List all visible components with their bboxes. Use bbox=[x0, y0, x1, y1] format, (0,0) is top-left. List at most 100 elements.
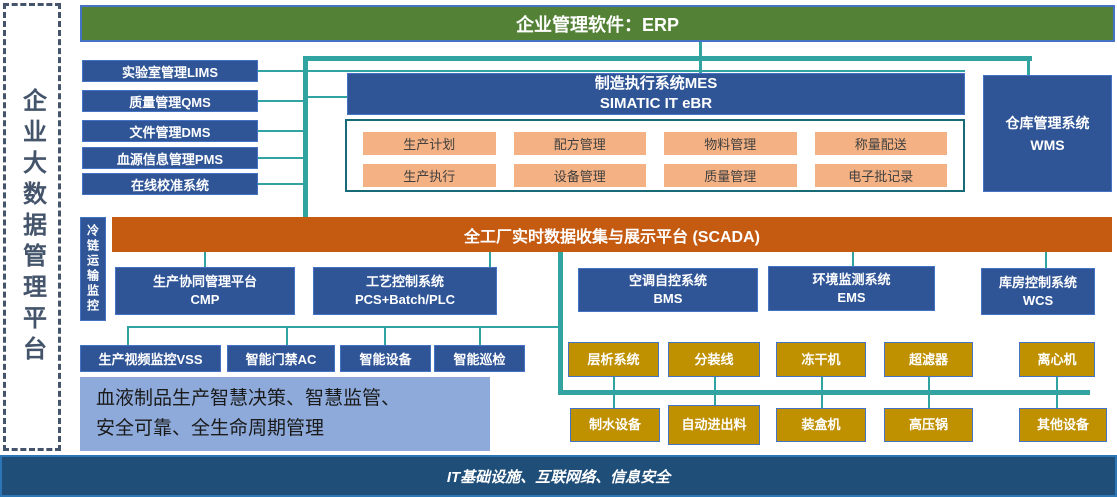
connector-eq5-down bbox=[1056, 395, 1058, 408]
bms-box: 空调自控系统 BMS bbox=[578, 268, 758, 312]
wms-box: 仓库管理系统 WMS bbox=[983, 75, 1112, 192]
big-data-platform-label: 企业大数据管理平台 bbox=[18, 87, 46, 367]
pcs-code: PCS+Batch/PLC bbox=[354, 292, 456, 307]
connector-erp-drop bbox=[699, 42, 702, 74]
smart-patrol-label: 智能巡检 bbox=[453, 352, 506, 367]
connector-patrol-stub bbox=[479, 326, 481, 345]
connector-smartdev-stub bbox=[384, 326, 386, 345]
access-control-label: 智能门禁AC bbox=[245, 352, 317, 367]
equipment-other: 其他设备 bbox=[1019, 408, 1107, 442]
connector-pms-stub bbox=[258, 157, 305, 159]
equipment-auto-loading: 自动进出料 bbox=[668, 405, 760, 445]
wcs-box: 库房控制系统 WCS bbox=[981, 268, 1095, 315]
connector-smart-bus bbox=[127, 326, 563, 328]
equipment-autoclave: 高压锅 bbox=[884, 408, 973, 442]
vision-line1: 血液制品生产智慧决策、智慧监管、 bbox=[96, 388, 401, 409]
wcs-name: 库房控制系统 bbox=[998, 274, 1077, 290]
mes-module-weighing-dispatch: 称量配送 bbox=[814, 132, 947, 155]
mes-title-line1: 制造执行系统MES bbox=[594, 75, 718, 92]
equipment-label: 分装线 bbox=[694, 351, 734, 367]
smart-patrol-box: 智能巡检 bbox=[434, 345, 525, 372]
system-box-qms: 质量管理QMS bbox=[82, 90, 258, 112]
cold-chain-label: 冷链运输监控 bbox=[85, 224, 100, 314]
mes-module-production-exec: 生产执行 bbox=[363, 164, 496, 187]
connector-mes-stub bbox=[308, 96, 347, 98]
connector-eq1-up bbox=[613, 377, 615, 390]
pcs-box: 工艺控制系统 PCS+Batch/PLC bbox=[313, 267, 497, 315]
equipment-label: 层析系统 bbox=[587, 351, 640, 367]
connector-scada-wcs-stub bbox=[1045, 252, 1047, 268]
mes-module-recipe-mgmt: 配方管理 bbox=[513, 132, 646, 155]
cold-chain-box: 冷链运输监控 bbox=[80, 217, 106, 321]
system-box-pms: 血源信息管理PMS bbox=[82, 147, 258, 169]
vss-label: 生产视频监控VSS bbox=[98, 352, 203, 367]
equipment-label: 装盒机 bbox=[801, 417, 841, 432]
vision-line2: 安全可靠、全生命周期管理 bbox=[96, 418, 325, 439]
connector-wms-drop bbox=[1027, 56, 1030, 76]
connector-qms-stub bbox=[258, 100, 305, 102]
equipment-label: 制水设备 bbox=[588, 417, 641, 432]
access-control-box: 智能门禁AC bbox=[227, 345, 335, 372]
system-label: 质量管理QMS bbox=[129, 94, 211, 110]
connector-scada-cmp-stub bbox=[204, 252, 206, 267]
cmp-box: 生产协同管理平台 CMP bbox=[115, 267, 295, 315]
connector-dms-stub bbox=[258, 130, 305, 132]
equipment-label: 其他设备 bbox=[1036, 417, 1089, 432]
it-infrastructure-label: IT基础设施、互联网络、信息安全 bbox=[446, 468, 671, 486]
scada-bar: 全工厂实时数据收集与展示平台 (SCADA) bbox=[112, 217, 1112, 252]
equipment-label: 自动进出料 bbox=[681, 417, 747, 432]
wms-line1: 仓库管理系统 bbox=[1005, 114, 1090, 131]
equipment-freeze-dryer: 冻干机 bbox=[776, 342, 866, 377]
connector-equipment-vertical bbox=[558, 252, 563, 392]
equipment-cartoner: 装盒机 bbox=[776, 408, 866, 442]
system-box-dms: 文件管理DMS bbox=[82, 120, 258, 142]
connector-eq4-up bbox=[928, 377, 930, 390]
connector-main-vertical bbox=[303, 56, 308, 217]
equipment-label: 超滤器 bbox=[908, 351, 948, 367]
wcs-code: WCS bbox=[1022, 292, 1054, 308]
erp-bar: 企业管理软件：ERP bbox=[80, 5, 1115, 42]
system-label: 文件管理DMS bbox=[129, 124, 211, 140]
mes-box: 制造执行系统MES SIMATIC IT eBR bbox=[347, 73, 965, 115]
equipment-water-system: 制水设备 bbox=[570, 408, 660, 442]
ems-name: 环境监测系统 bbox=[812, 271, 891, 287]
connector-vss-stub bbox=[127, 326, 129, 345]
mes-title-line2: SIMATIC IT eBR bbox=[599, 95, 713, 112]
connector-eq2-down bbox=[714, 395, 716, 408]
equipment-ultrafilter: 超滤器 bbox=[884, 342, 973, 377]
equipment-label: 冻干机 bbox=[801, 351, 841, 367]
equipment-chromatography: 层析系统 bbox=[568, 342, 659, 377]
cmp-code: CMP bbox=[190, 292, 220, 307]
big-data-platform-sidebar: 企业大数据管理平台 bbox=[3, 3, 61, 451]
connector-lims-stub bbox=[258, 70, 305, 72]
system-box-calibration: 在线校准系统 bbox=[82, 173, 258, 195]
mes-module-ebatch-record: 电子批记录 bbox=[814, 164, 947, 187]
system-label: 血源信息管理PMS bbox=[116, 151, 224, 167]
system-box-lims: 实验室管理LIMS bbox=[82, 60, 258, 82]
connector-eq3-down bbox=[821, 395, 823, 408]
bms-name: 空调自控系统 bbox=[628, 273, 707, 288]
connector-main-horizontal bbox=[303, 56, 1032, 61]
equipment-label: 高压锅 bbox=[908, 417, 948, 432]
vision-box: 血液制品生产智慧决策、智慧监管、 安全可靠、全生命周期管理 bbox=[80, 377, 490, 451]
connector-eq3-up bbox=[821, 377, 823, 390]
mes-module-quality-mgmt: 质量管理 bbox=[664, 164, 797, 187]
ems-code: EMS bbox=[837, 289, 866, 305]
connector-eq5-up bbox=[1056, 377, 1058, 390]
pcs-name: 工艺控制系统 bbox=[365, 274, 444, 289]
erp-label: 企业管理软件：ERP bbox=[515, 14, 679, 35]
connector-eq1-down bbox=[613, 395, 615, 408]
mes-module-material-mgmt: 物料管理 bbox=[664, 132, 797, 155]
connector-cal-stub bbox=[258, 183, 305, 185]
it-infrastructure-bar: IT基础设施、互联网络、信息安全 bbox=[0, 455, 1117, 497]
connector-ac-stub bbox=[286, 326, 288, 345]
vss-box: 生产视频监控VSS bbox=[80, 345, 221, 372]
system-label: 实验室管理LIMS bbox=[121, 64, 219, 80]
bms-code: BMS bbox=[653, 291, 683, 306]
mes-module-production-plan: 生产计划 bbox=[363, 132, 496, 155]
system-label: 在线校准系统 bbox=[130, 177, 209, 193]
cmp-name: 生产协同管理平台 bbox=[152, 274, 257, 289]
connector-sub-horizontal bbox=[308, 70, 965, 72]
connector-eq2-up bbox=[714, 377, 716, 390]
